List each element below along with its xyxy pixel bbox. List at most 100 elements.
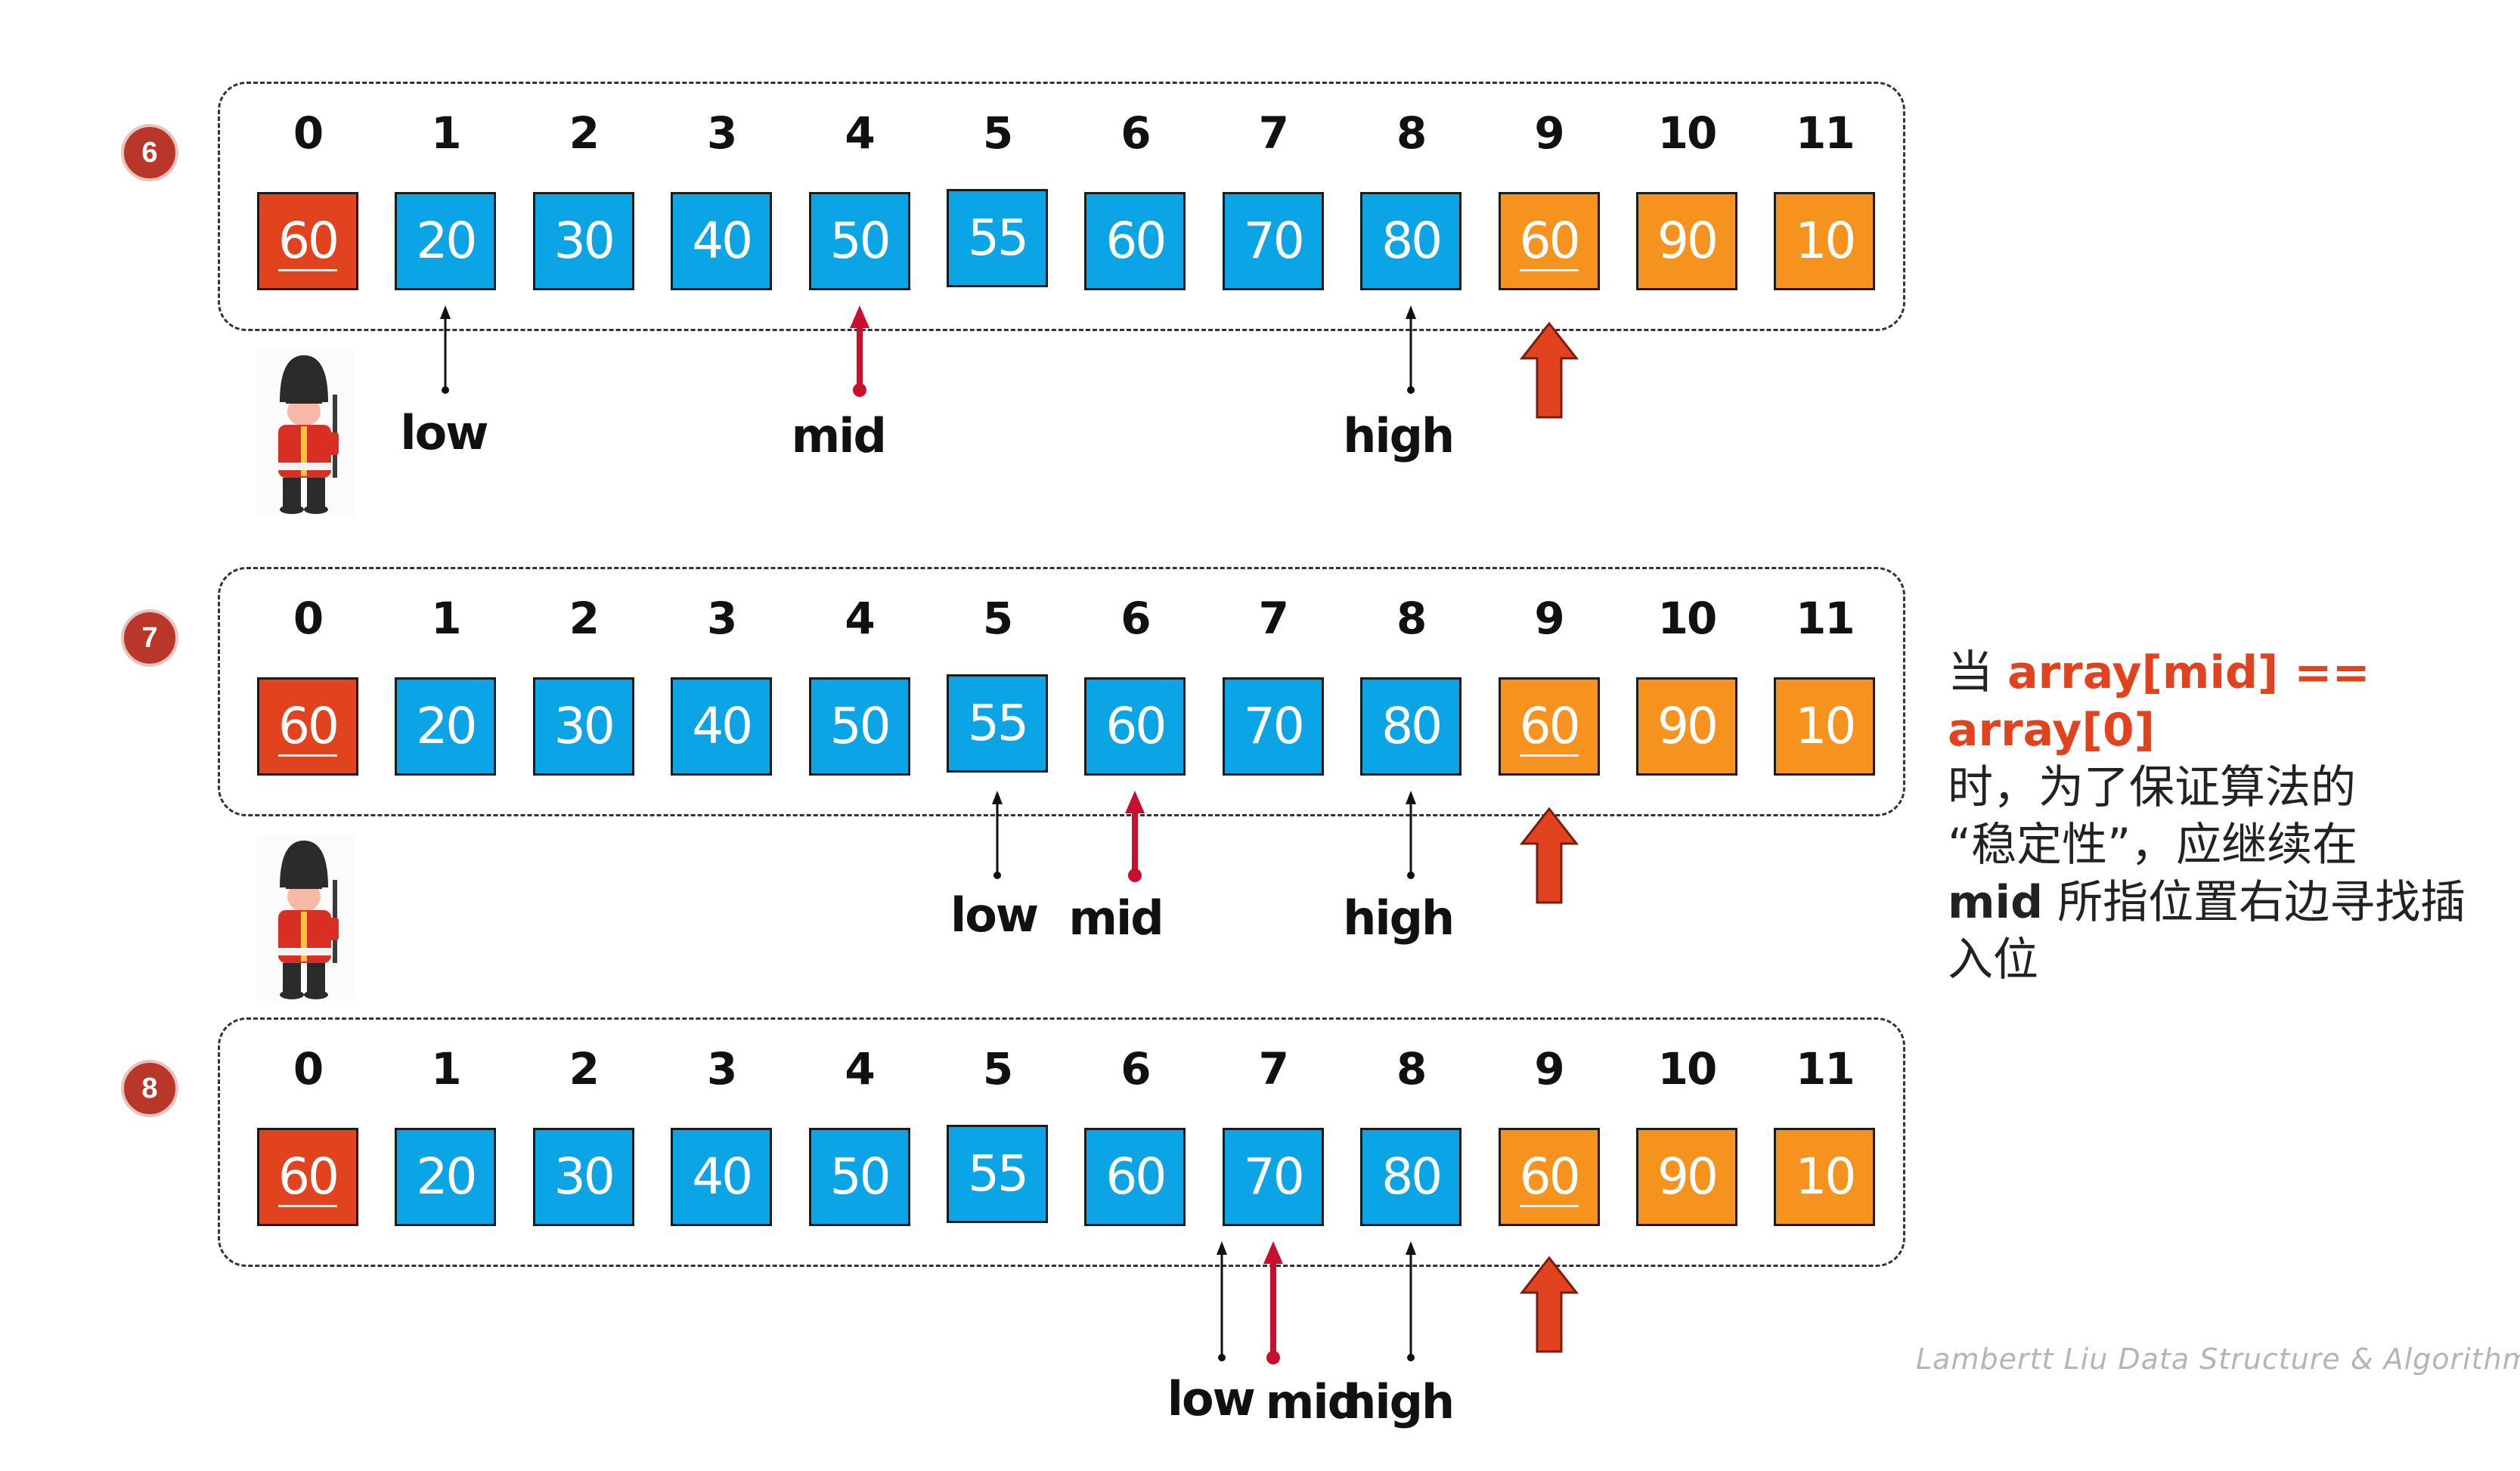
index-label: 8 [1396, 593, 1427, 644]
array-cell: 60 [257, 1128, 358, 1226]
index-label: 0 [293, 593, 324, 644]
low-pointer-arrow [440, 305, 451, 394]
current-element-arrow [1519, 807, 1579, 904]
cell-value: 30 [553, 697, 615, 755]
index-label: 8 [1396, 107, 1427, 159]
index-label: 11 [1796, 107, 1855, 159]
index-label: 6 [1121, 593, 1151, 644]
note-line-4: 所指位置右边寻找插 [2043, 876, 2466, 929]
note-line-2: 时，为了保证算法的 [1948, 761, 2356, 814]
array-panel [218, 567, 1905, 816]
cell-value: 80 [1381, 697, 1443, 755]
cell-value: 60 [278, 1147, 339, 1207]
cell-value: 10 [1795, 1147, 1856, 1206]
array-cell: 80 [1360, 192, 1462, 290]
array-cell: 10 [1774, 1128, 1876, 1226]
note-condition: array[mid] == array[0] [1948, 646, 2370, 757]
low-label: low [400, 405, 488, 460]
index-label: 4 [845, 593, 875, 644]
index-label: 1 [431, 107, 461, 159]
mid-pointer-arrow [1263, 1241, 1283, 1364]
index-label: 1 [431, 593, 461, 644]
mid-label: mid [1068, 890, 1164, 946]
cell-value: 10 [1795, 697, 1856, 755]
high-pointer-arrow [1406, 305, 1417, 394]
cell-value: 55 [968, 209, 1029, 267]
array-cell: 70 [1222, 677, 1324, 776]
array-cell: 10 [1774, 677, 1876, 776]
royal-guard-icon [257, 349, 355, 516]
cell-value: 40 [692, 1147, 753, 1206]
high-label: high [1343, 1374, 1455, 1429]
index-label: 4 [845, 1043, 875, 1095]
cell-value: 70 [1243, 1147, 1305, 1206]
mid-pointer-arrow [1125, 791, 1145, 882]
array-cell: 50 [808, 1128, 910, 1226]
cell-value: 60 [278, 212, 339, 271]
index-label: 10 [1657, 107, 1718, 159]
index-label: 5 [982, 593, 1013, 644]
index-label: 5 [982, 107, 1013, 159]
cell-value: 55 [968, 694, 1029, 752]
array-cell: 70 [1222, 192, 1324, 290]
array-cell: 90 [1636, 1128, 1737, 1226]
royal-guard-icon [257, 835, 355, 1001]
step-badge: 6 [121, 124, 178, 181]
array-cell: 50 [808, 192, 910, 290]
index-label: 9 [1534, 1043, 1564, 1095]
mid-pointer-arrow [849, 305, 869, 397]
cell-value: 70 [1243, 212, 1305, 270]
index-label: 8 [1396, 1043, 1427, 1095]
cell-value: 60 [1105, 212, 1167, 270]
array-cell: 60 [257, 677, 358, 776]
index-label: 3 [707, 1043, 737, 1095]
array-cell: 60 [1084, 1128, 1186, 1226]
cell-value: 30 [553, 212, 615, 270]
cell-value: 60 [1519, 1147, 1581, 1207]
cell-value: 50 [829, 1147, 891, 1206]
index-label: 6 [1121, 107, 1151, 159]
index-label: 6 [1121, 1043, 1151, 1095]
array-cell: 20 [395, 677, 497, 776]
array-cell: 90 [1636, 677, 1737, 776]
index-label: 11 [1796, 1043, 1855, 1095]
array-cell: 60 [1498, 192, 1600, 290]
cell-value: 20 [416, 697, 477, 755]
cell-value: 60 [1519, 212, 1581, 271]
index-label: 9 [1534, 593, 1564, 644]
step-badge: 7 [121, 609, 178, 667]
high-label: high [1343, 890, 1455, 946]
array-cell: 55 [947, 674, 1048, 773]
low-label: low [1167, 1371, 1256, 1426]
current-element-arrow [1519, 321, 1579, 419]
cell-value: 50 [829, 212, 891, 270]
array-cell: 70 [1222, 1128, 1324, 1226]
array-cell: 10 [1774, 192, 1876, 290]
array-panel [218, 82, 1905, 331]
cell-value: 55 [968, 1144, 1029, 1203]
current-element-arrow [1519, 1256, 1579, 1353]
array-cell: 60 [1084, 192, 1186, 290]
index-label: 4 [845, 107, 875, 159]
array-cell: 40 [671, 192, 773, 290]
index-label: 7 [1258, 107, 1289, 159]
array-cell: 60 [1498, 1128, 1600, 1226]
array-cell: 60 [1084, 677, 1186, 776]
array-cell: 60 [1498, 677, 1600, 776]
index-label: 2 [569, 593, 600, 644]
cell-value: 60 [278, 697, 339, 757]
footer-credit: Lambertt Liu Data Structure & Algorithm [1916, 1342, 2520, 1376]
index-label: 10 [1657, 1043, 1718, 1095]
high-pointer-arrow [1406, 1241, 1417, 1361]
array-panel [218, 1017, 1905, 1267]
array-cell: 50 [808, 677, 910, 776]
mid-label: mid [791, 408, 887, 463]
index-label: 7 [1258, 593, 1289, 644]
cell-value: 20 [416, 212, 477, 270]
cell-value: 90 [1657, 697, 1719, 755]
array-cell: 60 [257, 192, 358, 290]
array-cell: 80 [1360, 677, 1462, 776]
